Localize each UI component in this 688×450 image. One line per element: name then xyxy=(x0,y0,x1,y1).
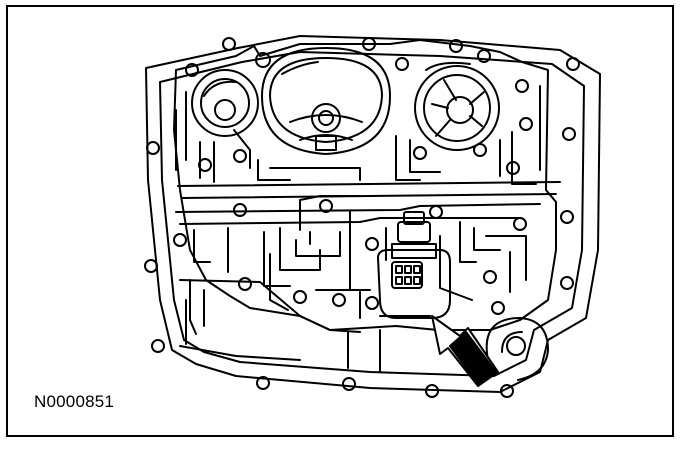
bosses xyxy=(173,49,533,315)
case-outline xyxy=(145,35,601,393)
figure-id-label: N0000851 xyxy=(34,392,115,411)
valve-body-outline xyxy=(173,39,557,331)
right-pump-gear xyxy=(414,61,500,151)
callout-arrow xyxy=(431,315,499,387)
lower-pan-region xyxy=(179,279,381,373)
solenoid-assembly xyxy=(377,211,451,319)
filter-cover xyxy=(485,317,549,381)
case-bolt-holes xyxy=(144,37,580,398)
left-accumulator xyxy=(191,69,259,137)
fluid-passages xyxy=(175,85,561,335)
case-inner-outline xyxy=(159,51,585,377)
center-drum xyxy=(261,47,391,155)
